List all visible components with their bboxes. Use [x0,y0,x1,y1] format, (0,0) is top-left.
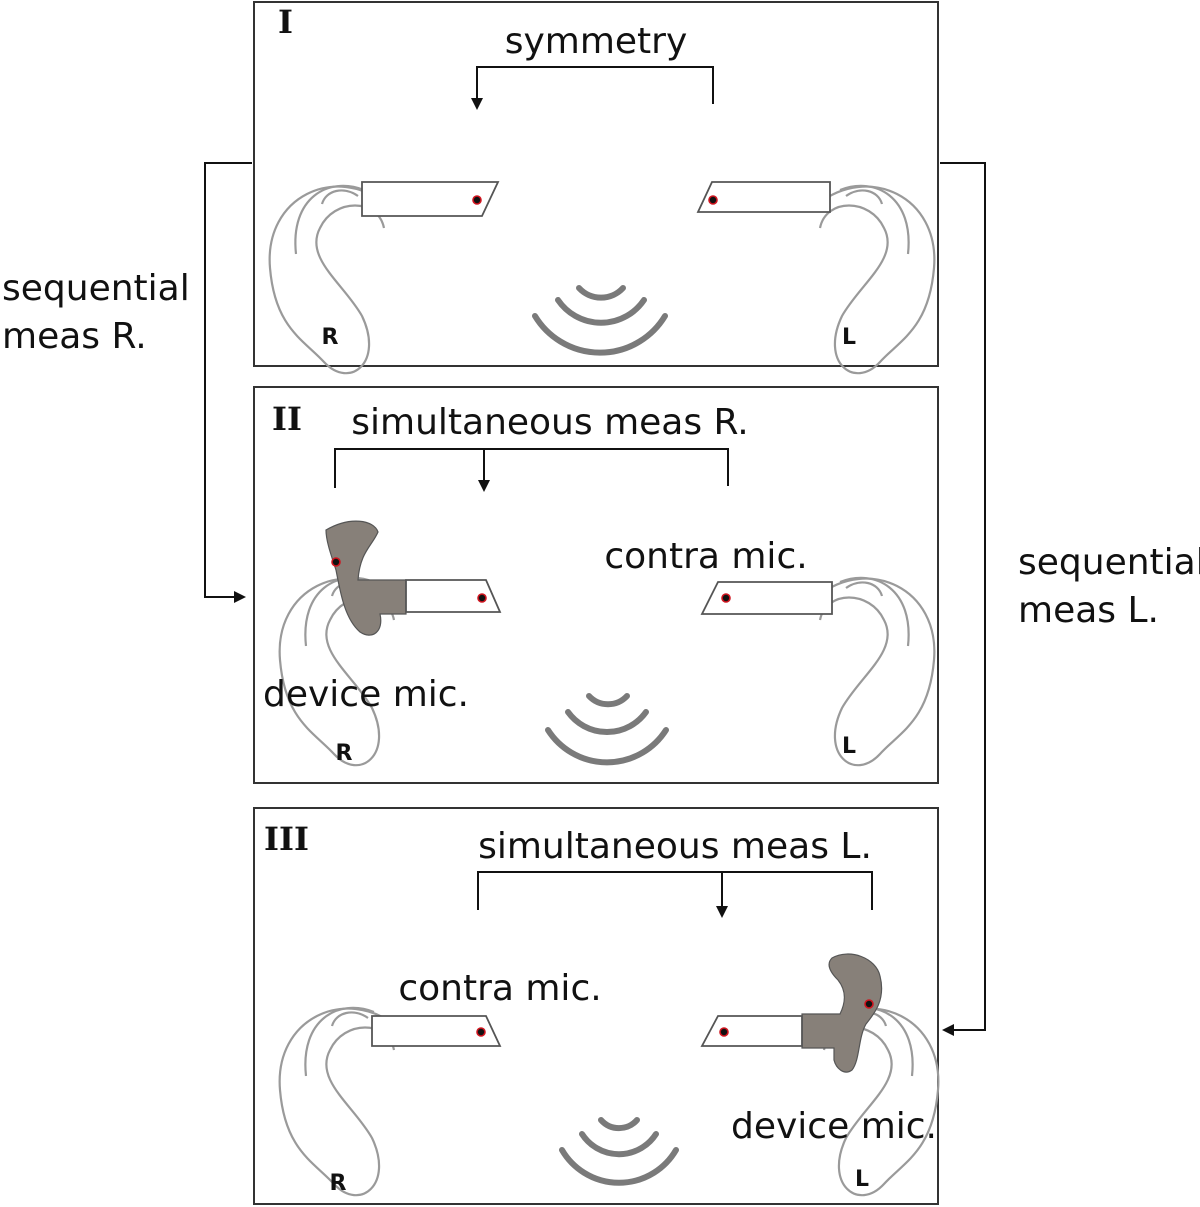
device-mic-left-III [864,999,874,1009]
mic-right-III [476,1027,486,1037]
mic-left-II [721,593,731,603]
sequential-R-label-line2: meas R. [2,316,147,357]
panel-I-bracket-label: symmetry [505,21,688,62]
panel-II: II simultaneous meas R. contra mic. devi… [253,386,939,784]
device-right-II [325,520,407,636]
panel-II-L-label: L [842,734,856,759]
panel-III-bracket-label: simultaneous meas L. [478,826,872,867]
panel-II-title: II [272,400,302,438]
panel-III-title: III [264,820,309,858]
panel-III-L-label: L [855,1167,869,1192]
panel-III-device-label: device mic. [731,1106,937,1147]
simultaneous-L-bracket [477,871,873,910]
panel-III-contra-label: contra mic. [398,968,601,1009]
probe-tube-left-III [700,1015,803,1047]
panel-III-R-label: R [330,1171,347,1196]
sound-source-III [559,1117,679,1186]
panel-I-title: I [278,3,293,41]
panel-II-bracket-label: simultaneous meas R. [351,402,748,443]
device-mic-right-II [331,557,341,567]
sequential-R-arrow [204,162,252,603]
mic-left-I [708,195,718,205]
probe-tube-left-II [700,581,833,615]
device-left-III [801,953,883,1073]
simultaneous-R-bracket [334,448,729,488]
probe-tube-right-III [371,1015,502,1047]
panel-II-device-label: device mic. [263,674,469,715]
sound-source-I [532,285,668,356]
panel-I: I symmetry R L [253,1,939,375]
probe-tube-right-II [405,579,502,613]
panel-II-contra-label: contra mic. [604,536,807,577]
probe-tube-left-I [696,181,831,213]
panel-III: III simultaneous meas L. contra mic. dev… [253,807,939,1205]
panel-II-R-label: R [336,741,353,766]
sequential-L-arrow [940,162,986,1036]
sequential-R-label-line1: sequential [2,268,190,309]
symmetry-arrow [471,66,714,110]
panel-I-L-label: L [842,325,856,350]
sound-source-II [545,693,669,766]
probe-tube-right-I [361,181,500,217]
mic-left-III [719,1027,729,1037]
mic-right-II [477,593,487,603]
sequential-L-label-line1: sequential [1018,542,1200,583]
panel-I-R-label: R [322,325,339,350]
sequential-L-label-line2: meas L. [1018,590,1159,631]
panel-III-frame [253,807,939,1205]
mic-right-I [472,195,482,205]
